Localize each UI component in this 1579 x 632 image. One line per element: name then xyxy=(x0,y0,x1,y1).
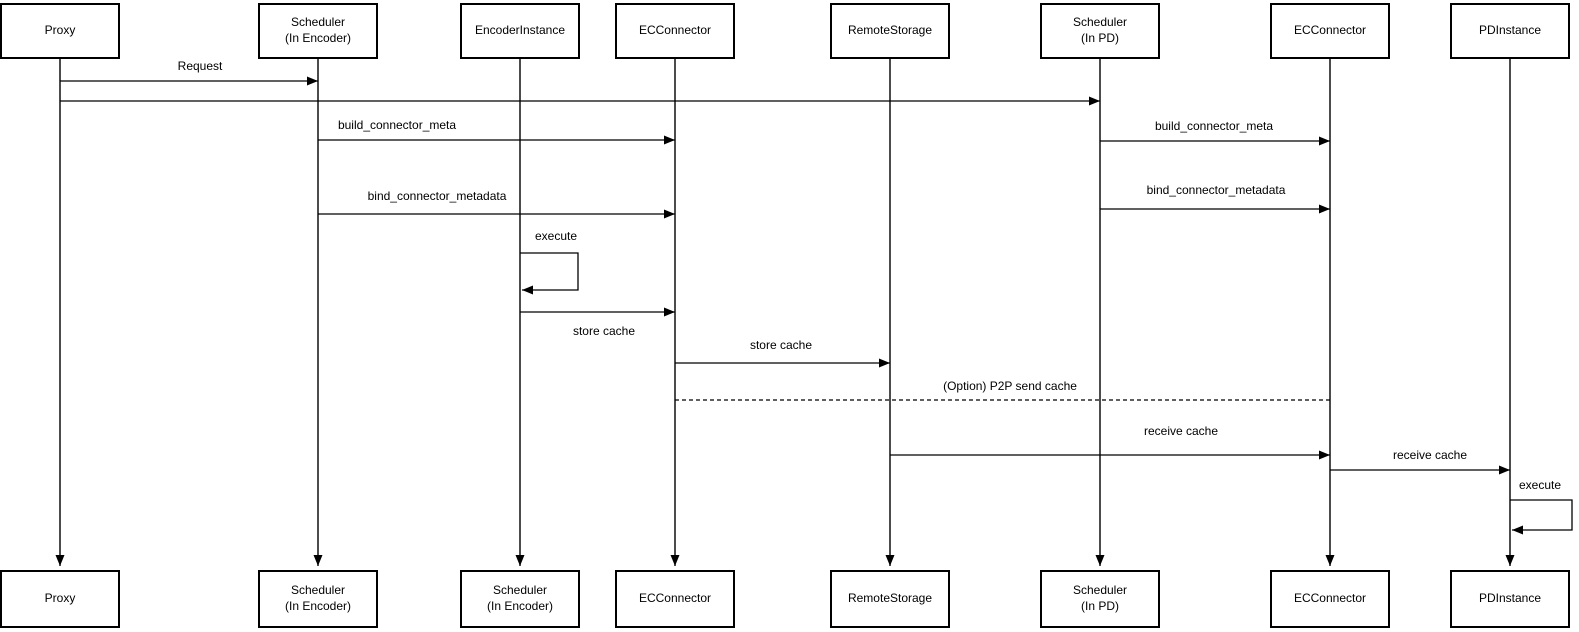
actor-box-top-encoder-instance: EncoderInstance xyxy=(460,3,580,59)
message-label-build-meta-right: build_connector_meta xyxy=(1152,119,1276,133)
message-label-bind-metadata-right: bind_connector_metadata xyxy=(1144,183,1288,197)
message-label-receive-cache-1: receive cache xyxy=(1141,424,1221,438)
message-arrows-group xyxy=(60,76,1573,535)
message-label-execute-encoder: execute xyxy=(532,229,580,243)
message-arrow-execute-encoder xyxy=(520,252,579,295)
actor-box-bottom-pd-instance: PDInstance xyxy=(1450,570,1570,628)
actor-box-top-ec-connector-2: ECConnector xyxy=(1270,3,1390,59)
actor-box-bottom-encoder-instance: Scheduler (In Encoder) xyxy=(460,570,580,628)
lifelines-group xyxy=(55,59,1515,566)
actor-box-bottom-scheduler-encoder: Scheduler (In Encoder) xyxy=(258,570,378,628)
message-label-build-meta-left: build_connector_meta xyxy=(335,118,459,132)
actor-box-bottom-ec-connector-2: ECConnector xyxy=(1270,570,1390,628)
actor-box-bottom-remote-storage: RemoteStorage xyxy=(830,570,950,628)
actor-box-bottom-proxy: Proxy xyxy=(0,570,120,628)
actor-box-top-remote-storage: RemoteStorage xyxy=(830,3,950,59)
message-label-execute-pd: execute xyxy=(1516,478,1564,492)
actor-box-bottom-ec-connector-1: ECConnector xyxy=(615,570,735,628)
actor-box-top-pd-instance: PDInstance xyxy=(1450,3,1570,59)
actor-box-top-scheduler-pd: Scheduler (In PD) xyxy=(1040,3,1160,59)
message-label-request: Request xyxy=(175,59,225,73)
message-label-receive-cache-2: receive cache xyxy=(1390,448,1470,462)
message-arrow-execute-pd xyxy=(1510,499,1573,535)
actor-box-top-scheduler-encoder: Scheduler (In Encoder) xyxy=(258,3,378,59)
message-label-store-cache: store cache xyxy=(747,338,815,352)
actor-box-top-proxy: Proxy xyxy=(0,3,120,59)
actor-box-bottom-scheduler-pd: Scheduler (In PD) xyxy=(1040,570,1160,628)
actor-box-top-ec-connector-1: ECConnector xyxy=(615,3,735,59)
message-label-encoder-store: store cache xyxy=(570,324,638,338)
message-label-bind-metadata-left: bind_connector_metadata xyxy=(365,189,509,203)
message-label-p2p-send-cache: (Option) P2P send cache xyxy=(941,379,1079,393)
